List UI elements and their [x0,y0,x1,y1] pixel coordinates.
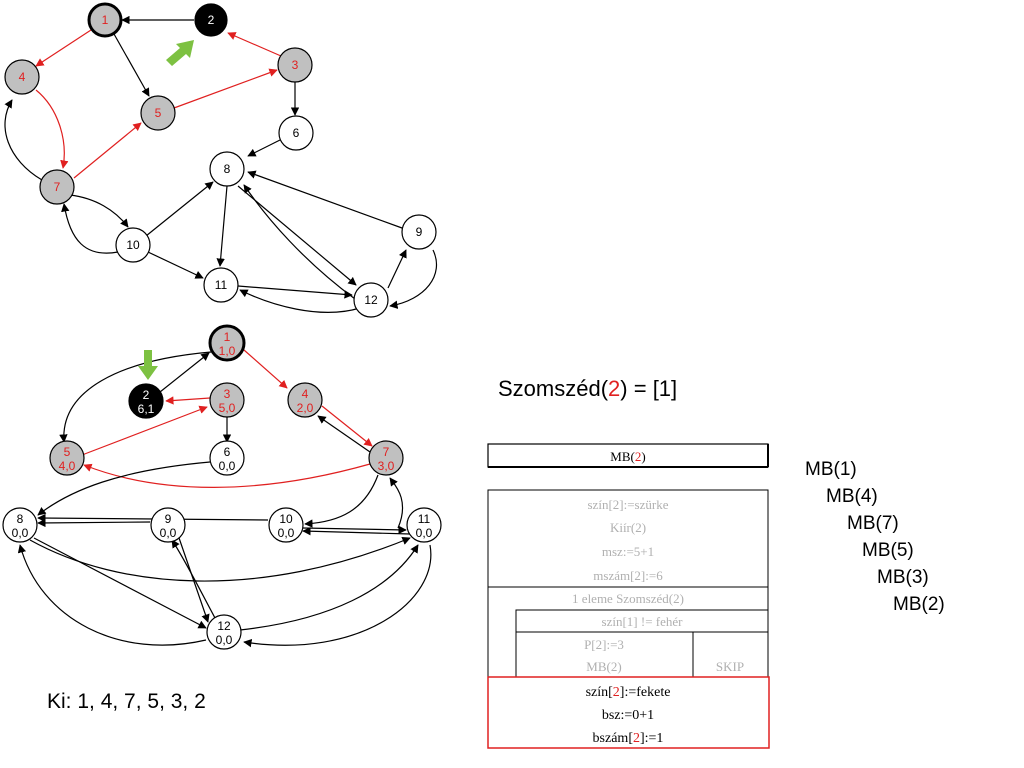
call-stack-item: MB(2) [893,594,945,615]
bottom-node-6 [209,440,245,476]
bottom-node-3 [209,382,245,418]
bottom-node-times-8: 0,0 [12,526,29,540]
top-node-12 [353,282,389,318]
proc-line-color: szín[2]:=szürke [588,497,669,512]
bottom-node-label-11: 11 [418,512,431,526]
green-arrow-icon [166,40,194,66]
top-node-label-8: 8 [224,162,231,176]
top-node-label-5: 5 [155,106,162,120]
output-line: Ki: 1, 4, 7, 5, 3, 2 [47,690,206,713]
top-node-label-10: 10 [126,238,140,252]
top-node-3 [277,47,313,83]
proc-branch-p: P[2]:=3 [584,637,624,652]
bottom-node-5 [49,440,85,476]
call-stack-item: MB(7) [847,513,899,534]
procedure-header: MB(2) [610,449,645,464]
proc-line-print: Kiír(2) [610,520,646,535]
top-node-7 [39,169,75,205]
proc-line-mszam: mszám[2]:=6 [593,568,663,583]
top-node-label-3: 3 [292,58,299,72]
top-node-label-7: 7 [54,180,61,194]
call-stack-item: MB(3) [877,567,929,588]
top-node-label-12: 12 [364,293,378,307]
top-node-11 [203,267,239,303]
bottom-node-7 [368,440,404,476]
bottom-node-label-9: 9 [165,512,172,526]
proc-branch-mb: MB(2) [586,659,621,674]
call-stack-item: MB(5) [862,540,914,561]
proc-final-bszam: bszám[2]:=1 [593,731,664,746]
bottom-node-times-11: 0,0 [416,526,433,540]
proc-condition: szín[1] != fehér [602,614,684,629]
bottom-node-label-12: 12 [217,619,231,633]
bottom-node-10 [268,507,304,543]
top-node-5 [140,95,176,131]
bottom-graph-edges [17,349,432,648]
bottom-node-label-1: 1 [224,330,231,344]
top-node-label-2: 2 [208,13,215,27]
top-node-label-1: 1 [102,13,109,27]
bottom-node-12 [206,614,242,650]
bottom-node-times-4: 2,0 [297,401,314,415]
bottom-node-label-3: 3 [224,387,231,401]
bottom-node-label-6: 6 [224,445,231,459]
proc-line-msz: msz:=5+1 [602,544,654,559]
bottom-node-label-4: 4 [302,387,309,401]
proc-final-color: szín[2]:=fekete [586,685,671,700]
bottom-node-times-6: 0,0 [219,459,236,473]
top-graph-edges [4,15,438,313]
top-node-label-9: 9 [416,225,423,239]
bottom-node-times-10: 0,0 [278,526,295,540]
bottom-node-2 [128,383,164,419]
top-node-4 [4,59,40,95]
bottom-node-times-2: 6,1 [138,402,155,416]
bottom-node-label-10: 10 [279,512,293,526]
bottom-node-times-5: 4,0 [59,459,76,473]
top-node-1 [87,2,123,38]
bottom-node-label-2: 2 [143,388,150,402]
top-node-label-11: 11 [215,278,228,292]
proc-final-bsz: bsz:=0+1 [602,708,654,723]
bottom-node-label-8: 8 [17,512,24,526]
bottom-node-label-5: 5 [64,445,71,459]
proc-loop-label: 1 eleme Szomszéd(2) [572,591,684,606]
bottom-node-times-9: 0,0 [160,526,177,540]
top-node-label-6: 6 [293,126,300,140]
bottom-node-4 [287,382,323,418]
top-node-6 [278,115,314,151]
proc-branch-skip: SKIP [716,659,744,674]
bottom-node-times-1: 1,0 [219,344,236,358]
bottom-node-11 [406,507,442,543]
top-node-10 [115,227,151,263]
bottom-node-times-3: 5,0 [219,401,236,415]
call-stack-item: MB(1) [805,459,857,480]
structogram [487,443,770,749]
green-down-arrow-icon [138,350,158,380]
neighbor-list: Szomszéd(2) = [1] [498,376,678,401]
top-node-label-4: 4 [19,70,26,84]
call-stack-item: MB(4) [826,486,878,507]
bottom-node-8 [2,507,38,543]
top-node-8 [209,151,245,187]
top-node-2 [194,3,228,37]
bottom-graph-nodes: 11,026,135,042,054,060,073,080,090,0100,… [2,324,442,650]
bottom-node-times-12: 0,0 [216,633,233,647]
top-node-9 [401,214,437,250]
bottom-node-label-7: 7 [383,445,390,459]
bottom-node-1 [208,324,246,362]
bottom-node-times-7: 3,0 [378,459,395,473]
bottom-node-9 [150,507,186,543]
